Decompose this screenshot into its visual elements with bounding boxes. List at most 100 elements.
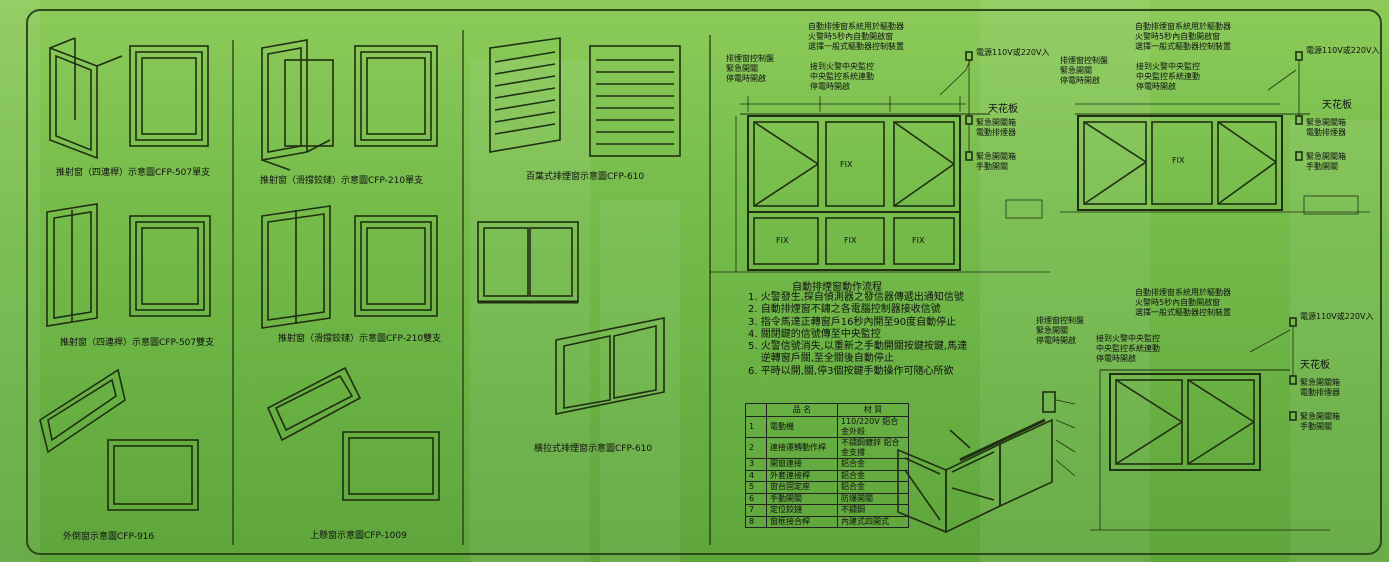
window-icon (46, 203, 211, 327)
table-cell: 4 (745, 469, 767, 482)
louver-window-icon (489, 37, 681, 157)
process-step: 逆轉窗戶關,至全關後自動停止 (748, 353, 894, 365)
window-label: 上懸窗示意圖CFP-1009 (310, 531, 407, 541)
elevation-drawing (1090, 317, 1330, 531)
window-label: 推射窗（四連桿）示意圖CFP-507單支 (56, 168, 211, 178)
elevation-mid-note: 接到火警中央監控 中央監控系統連動 停電時開啟 (1096, 334, 1160, 363)
table-cell: 3 (745, 458, 767, 471)
window-icon (261, 205, 438, 329)
table-cell: 開窗連接 (766, 458, 838, 471)
elevation-mid-note: 接到火警中央監控 中央監控系統連動 停電時開啟 (810, 62, 874, 91)
side-note: 緊急開關箱 電動排煙器 (1300, 378, 1340, 397)
table-cell: 6 (745, 492, 767, 505)
table-cell: 內建式四開式 (837, 515, 909, 528)
fix-label: FIX (776, 236, 789, 245)
side-note: 緊急開關箱 手動開關 (976, 152, 1016, 171)
window-label: 外倒窗示意圖CFP-916 (63, 532, 155, 542)
process-steps: 1. 火警發生,探自偵測器之發信器傳遞出通知信號 2. 自動排煙窗不鏽之各電腦控… (748, 292, 967, 378)
process-title: 自動排煙窗動作流程 (792, 282, 882, 293)
window-icon (266, 366, 440, 501)
window-icon (49, 37, 123, 160)
elevation-drawing (710, 51, 1050, 273)
window-icon (39, 368, 199, 511)
table-cell: 連接運轉動作桿 (766, 437, 838, 459)
installation-isometric (897, 391, 1076, 534)
ceiling-label: 天花板 (1300, 360, 1330, 371)
table-header-row: 品 名 材 質 (745, 403, 909, 417)
process-step: 2. 自動排煙窗不鏽之各電腦控制器接收信號 (748, 304, 941, 316)
table-cell: 鋁合金 (837, 458, 909, 471)
power-note: 電源110V或220V入 (1306, 46, 1380, 55)
process-step: 1. 火警發生,探自偵測器之發信器傳遞出通知信號 (748, 292, 964, 303)
table-cell: 不鏽鋼 (837, 504, 909, 517)
power-note: 電源110V或220V入 (1300, 312, 1374, 321)
side-note: 緊急開關箱 電動排煙器 (1306, 118, 1346, 137)
table-cell: 5 (745, 481, 767, 494)
background-building (980, 0, 1150, 562)
ceiling-label: 天花板 (988, 104, 1018, 115)
elevation-left-note: 排煙窗控制盤 緊急開關 停電時開啟 (1036, 316, 1084, 345)
elevation-left-note: 排煙窗控制盤 緊急開關 停電時開啟 (726, 54, 774, 83)
elevation-top-note: 自動排煙窗系統用於驅動器 火警時5秒內自動開啟窗 選擇一般式驅動器控制裝置 (808, 22, 904, 51)
fix-label: FIX (840, 160, 853, 169)
ceiling-label: 天花板 (1322, 100, 1352, 111)
elevation-drawing (1060, 51, 1370, 215)
window-label: 推射窗（四連桿）示意圖CFP-507雙支 (60, 338, 215, 348)
elevation-top-note: 自動排煙窗系統用於驅動器 火警時5秒內自動開啟窗 選擇一般式驅動器控制裝置 (1135, 22, 1231, 51)
elevation-top-note: 自動排煙窗系統用於驅動器 火警時5秒內自動開啟窗 選擇一般式驅動器控制裝置 (1135, 288, 1231, 317)
table-cell: 外套連接桿 (766, 469, 838, 482)
process-step: 4. 關閉鍵的信號傳至中央監控 (748, 328, 881, 340)
background-building (1290, 120, 1389, 562)
elevation-mid-note: 接到火警中央監控 中央監控系統連動 停電時開啟 (1136, 62, 1200, 91)
window-icon (129, 45, 209, 147)
table-cell: 定位鉸鏈 (766, 504, 838, 517)
table-cell: 防爆開關 (837, 492, 909, 505)
table-cell: 不鏽鋼鍍鋅 鋁合金支撐 (837, 437, 909, 459)
table-header (745, 403, 767, 417)
sliding-window-icon (477, 221, 665, 415)
table-header: 品 名 (766, 403, 838, 417)
side-note: 緊急開關箱 手動開關 (1300, 412, 1340, 431)
window-label: 推射窗（滑撐鉸鏈）示意圖CFP-210雙支 (278, 334, 442, 344)
window-label: 推射窗（滑撐鉸鏈）示意圖CFP-210單支 (260, 176, 424, 186)
side-note: 緊急開關箱 手動開關 (1306, 152, 1346, 171)
window-icon (261, 39, 334, 171)
fix-label: FIX (912, 236, 925, 245)
table-cell: 110/220V 鋁合金外殼 (837, 416, 909, 438)
window-label: 百葉式排煙窗示意圖CFP-610 (526, 172, 645, 182)
fix-label: FIX (844, 236, 857, 245)
side-note: 緊急開關箱 電動排煙器 (976, 118, 1016, 137)
table-cell: 鋁合金 (837, 469, 909, 482)
window-icon (354, 45, 438, 147)
process-step: 6. 平時以開,關,停3個按鍵手動操作可隨心所欲 (748, 365, 954, 377)
table-cell: 7 (745, 504, 767, 517)
panel-frame (26, 9, 1382, 555)
table-cell: 鋁合金 (837, 481, 909, 494)
table-header: 材 質 (837, 403, 909, 417)
window-label: 橫拉式排煙窗示意圖CFP-610 (534, 444, 653, 454)
table-cell: 窗框接合桿 (766, 515, 838, 528)
background-building (0, 0, 40, 562)
table-cell: 2 (745, 437, 767, 459)
power-note: 電源110V或220V入 (976, 48, 1050, 57)
table-cell: 手動開關 (766, 492, 838, 505)
fix-label: FIX (1172, 156, 1185, 165)
table-cell: 電動機 (766, 416, 838, 438)
process-step: 3. 指令馬達正轉窗戶16秒內開至90度自動停止 (748, 316, 957, 328)
table-cell: 8 (745, 515, 767, 528)
table-cell: 1 (745, 416, 767, 438)
elevation-left-note: 排煙窗控制盤 緊急開關 停電時開啟 (1060, 56, 1108, 85)
process-step: 5. 火警信號消失,以重新之手動開關按鍵按鍵,馬達 (748, 341, 968, 353)
table-cell: 窗台固定座 (766, 481, 838, 494)
